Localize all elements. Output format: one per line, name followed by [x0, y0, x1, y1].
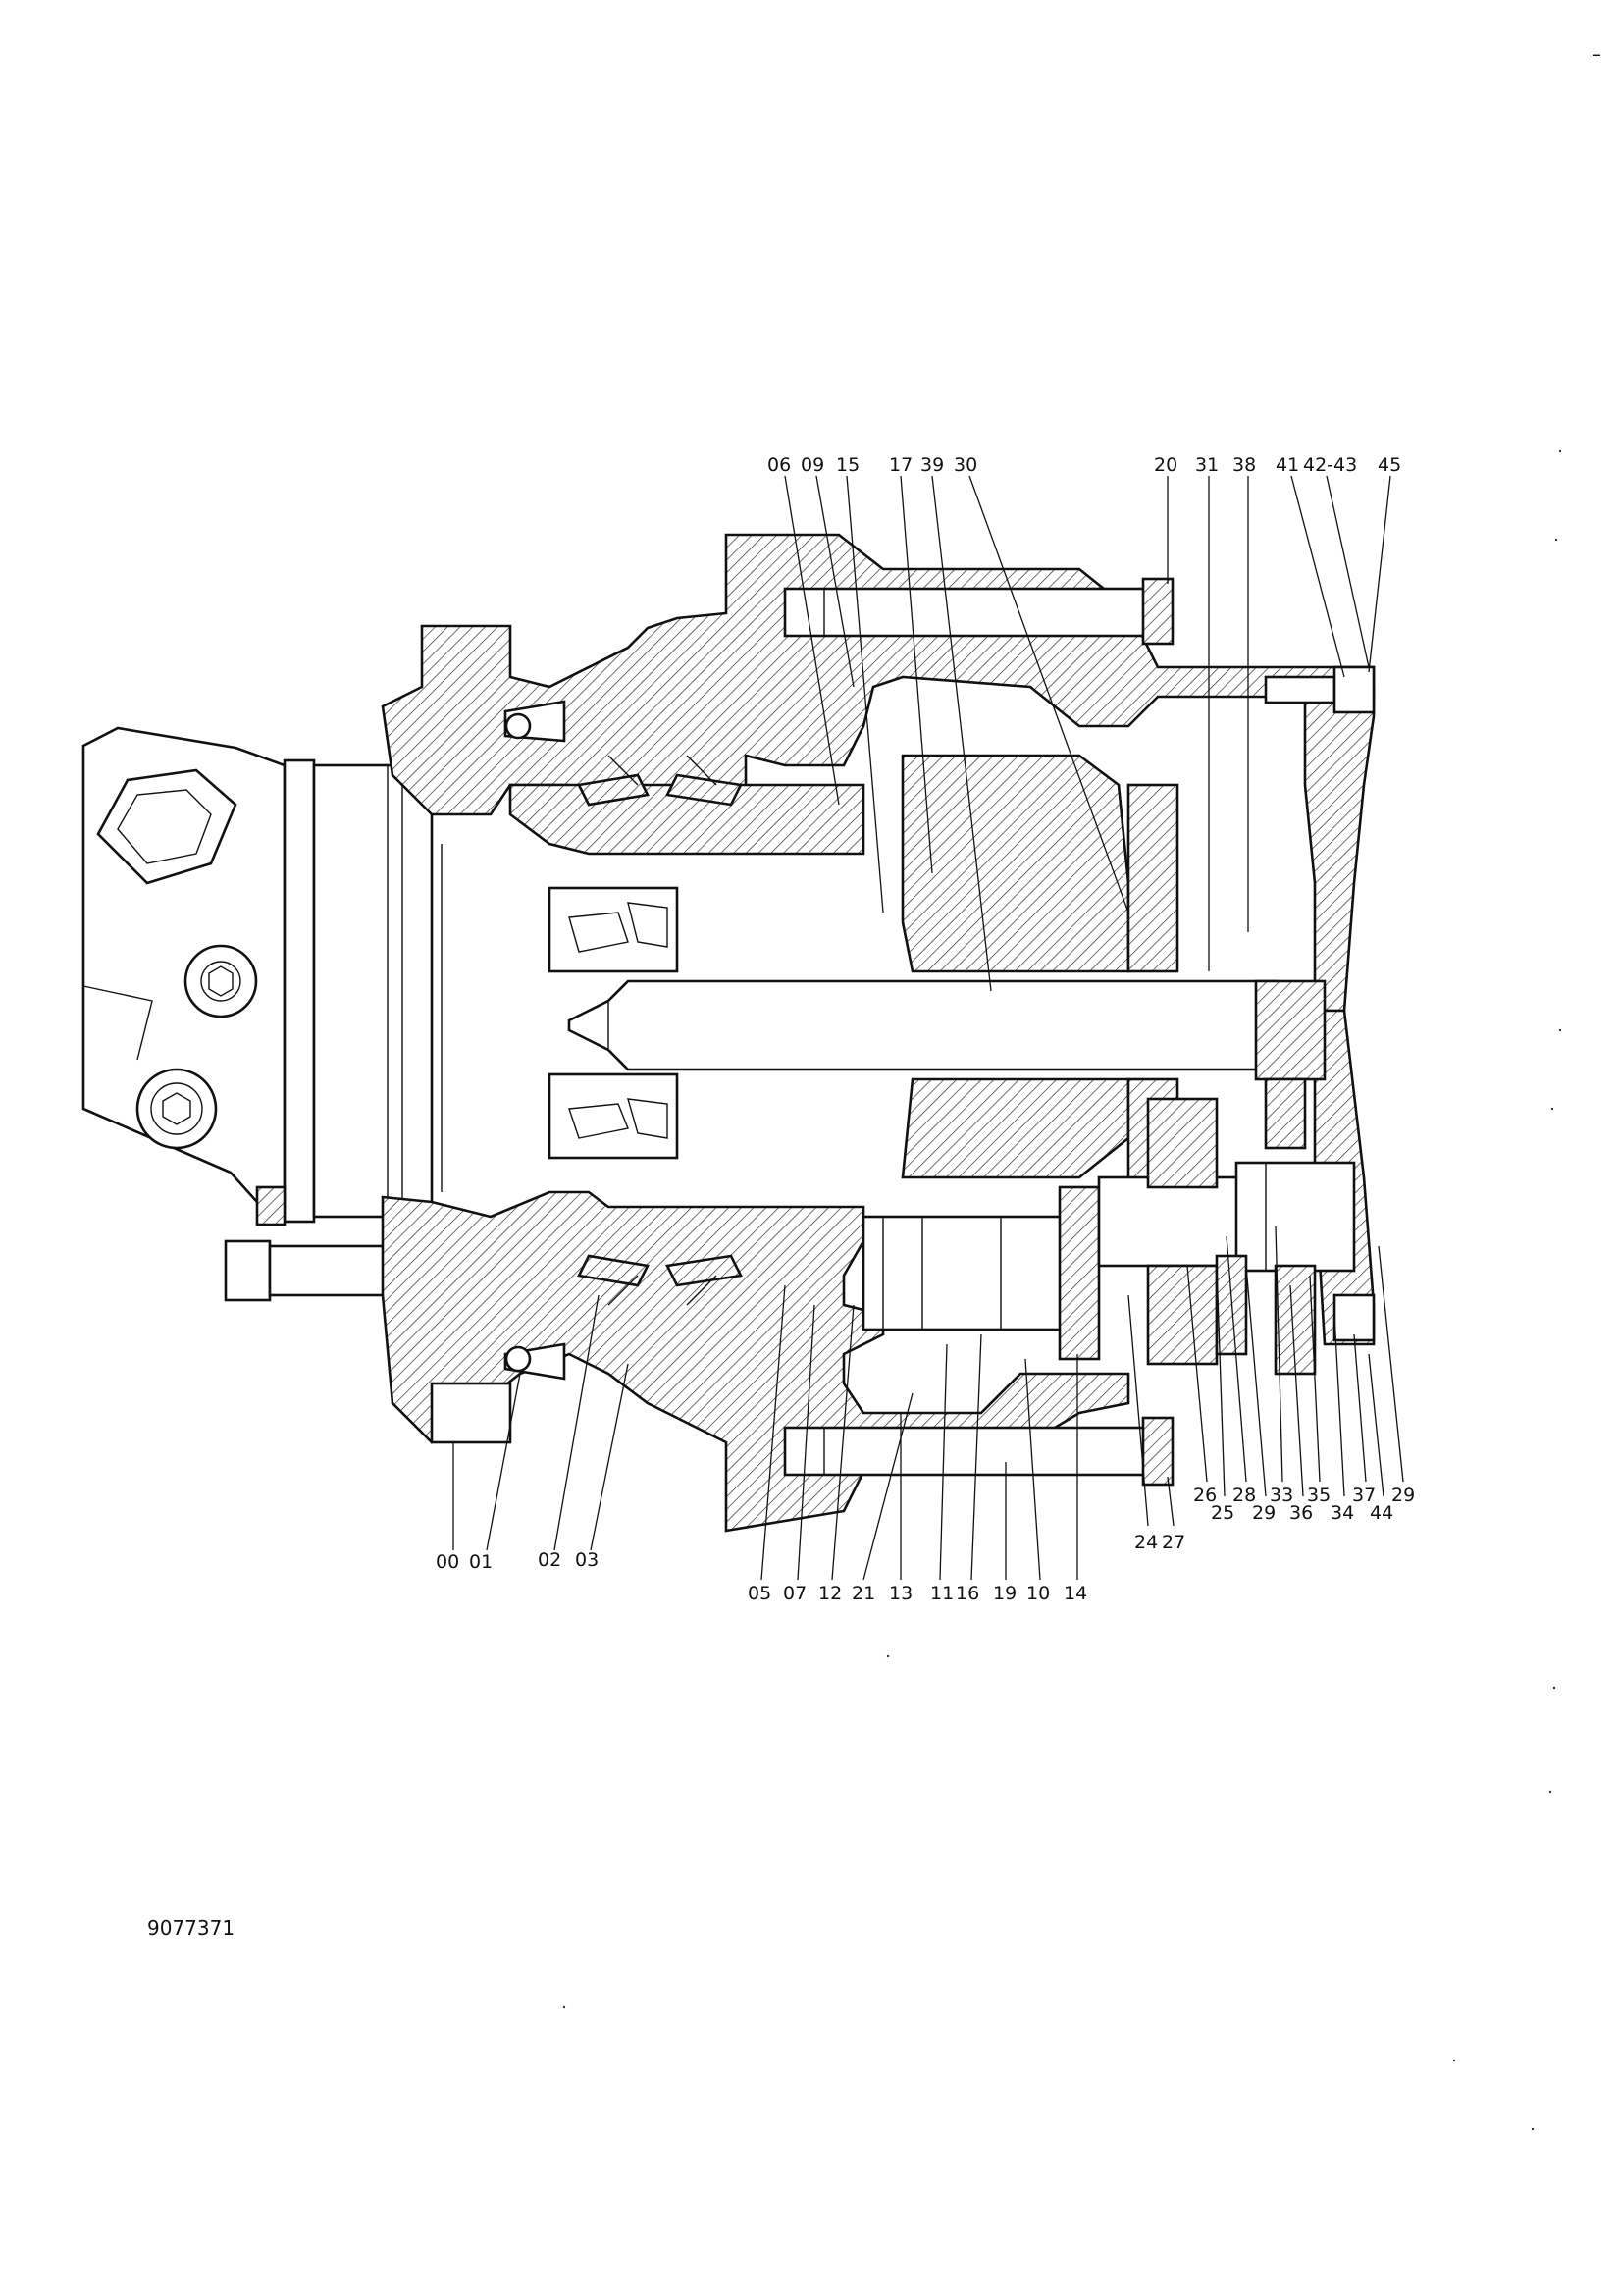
callout-30: 30 — [954, 454, 977, 476]
tie-bolt-top — [783, 577, 1175, 646]
callout-36: 36 — [1289, 1502, 1313, 1524]
inner-bearing-lower — [548, 1072, 679, 1160]
callout-45: 45 — [1378, 454, 1401, 476]
corner-mark: – — [1592, 42, 1601, 66]
callout-16: 16 — [956, 1583, 979, 1604]
callout-17: 17 — [889, 454, 913, 476]
cover-screw-top — [1264, 665, 1376, 714]
hex-bolt-head-top — [96, 768, 237, 885]
callout-31: 31 — [1195, 454, 1219, 476]
gear-pack-right — [1146, 1077, 1317, 1376]
callout-02: 02 — [538, 1549, 561, 1571]
callout-34: 34 — [1331, 1502, 1354, 1524]
callout-15: 15 — [836, 454, 860, 476]
callout-26: 26 — [1193, 1485, 1217, 1506]
scan-specks — [562, 449, 1562, 2131]
callout-05: 05 — [748, 1583, 771, 1604]
callout-41: 41 — [1276, 454, 1299, 476]
shaft-end-cap — [1254, 979, 1327, 1081]
callouts-right: 24 27 26 25 28 29 33 36 35 34 37 44 29 — [1134, 1485, 1415, 1553]
callout-00: 00 — [436, 1551, 459, 1573]
tie-bolt-bottom — [783, 1416, 1175, 1487]
callout-44: 44 — [1370, 1502, 1393, 1524]
callout-09: 09 — [801, 454, 824, 476]
housing-upper — [381, 533, 1376, 816]
callout-06: 06 — [767, 454, 791, 476]
callout-07: 07 — [783, 1583, 807, 1604]
callout-28: 28 — [1232, 1485, 1256, 1506]
leader-lines — [452, 475, 1404, 1581]
end-cover-upper — [1303, 685, 1376, 1013]
socket-screw-middle — [183, 944, 258, 1018]
tapered-bearing-lower — [577, 1254, 743, 1306]
shaft-seal-lower — [503, 1342, 566, 1381]
cover-screw-bottom — [1332, 1293, 1376, 1342]
callout-27: 27 — [1162, 1532, 1185, 1553]
valve-plate-upper — [1126, 783, 1179, 973]
callout-01: 01 — [469, 1551, 493, 1573]
inner-bearing-upper — [548, 886, 679, 973]
callout-19: 19 — [993, 1583, 1017, 1604]
seal-ring-left — [255, 1185, 287, 1226]
callout-21: 21 — [852, 1583, 875, 1604]
callout-42-43: 42-43 — [1303, 454, 1357, 476]
drawing-reference-number: 9077371 — [147, 1916, 235, 1940]
callout-29b: 29 — [1391, 1485, 1415, 1506]
drive-shaft — [567, 979, 1278, 1071]
callout-03: 03 — [575, 1549, 599, 1571]
callout-29a: 29 — [1252, 1502, 1276, 1524]
cylinder-block-lower — [901, 1077, 1130, 1179]
cylinder-block — [901, 754, 1130, 973]
callout-33: 33 — [1270, 1485, 1293, 1506]
callout-13: 13 — [889, 1583, 913, 1604]
hex-bolt-head-bottom — [135, 1068, 218, 1150]
callout-35: 35 — [1307, 1485, 1331, 1506]
callout-14: 14 — [1064, 1583, 1087, 1604]
callout-39: 39 — [920, 454, 944, 476]
callout-20: 20 — [1154, 454, 1177, 476]
callout-37: 37 — [1352, 1485, 1376, 1506]
shaft-seal-upper — [503, 700, 566, 743]
callout-25: 25 — [1211, 1502, 1234, 1524]
callout-10: 10 — [1026, 1583, 1050, 1604]
callout-24: 24 — [1134, 1532, 1158, 1553]
callout-12: 12 — [818, 1583, 842, 1604]
callout-11: 11 — [930, 1583, 954, 1604]
callouts-top: 06 09 15 17 39 30 20 31 38 41 42-43 45 — [767, 454, 1401, 476]
tapered-bearing-upper — [577, 755, 743, 807]
mounting-foot — [430, 1382, 512, 1444]
callouts-bottom: 00 01 02 03 05 07 12 21 13 11 16 19 10 1… — [436, 1549, 1087, 1604]
callout-38: 38 — [1232, 454, 1256, 476]
